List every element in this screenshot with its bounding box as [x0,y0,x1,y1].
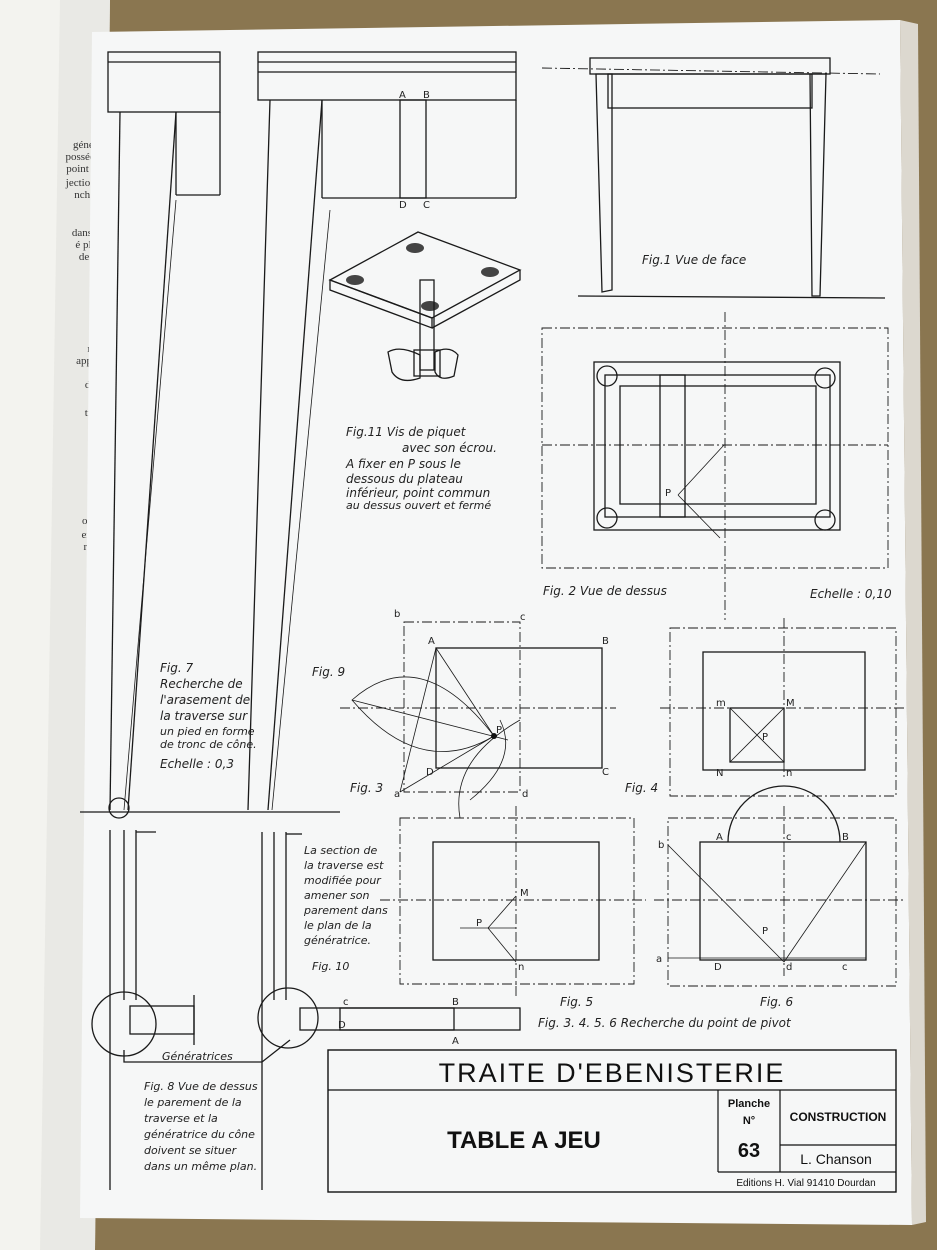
fig9-label: Fig. 9 [312,665,345,679]
fig5-point-P: P [476,918,482,929]
fig10-line-3: modifiée pour [304,874,382,887]
fig3-point-c-small: c [520,612,526,623]
fig7-line-4: la traverse sur [160,709,248,723]
fig3-point-B: B [602,636,609,647]
fig10-line-2: la traverse est [304,859,384,872]
fig11-caption: Fig.11 Vis de piquet avec son écrou. A f… [345,425,497,512]
planche-number: 63 [738,1140,760,1162]
fig10-point-b: B [452,997,459,1008]
fig8-line-5: doivent se situer [144,1144,238,1157]
fig3-point-b-small: b [394,609,400,620]
fig11-line-1: Fig.11 Vis de piquet [346,425,467,439]
section-point-d: D [399,200,407,211]
fig7-line-2: Recherche de [160,677,243,691]
fig10-line-4: amener son [304,889,369,902]
fig8-line-4: génératrice du cône [144,1128,255,1141]
category-label: CONSTRUCTION [790,1110,887,1124]
fig7-line-3: l'arasement de [160,693,250,707]
fig6-point-b: b [658,840,664,851]
author-name: L. Chanson [800,1151,872,1167]
fig7-line-6: de tronc de cône. [160,738,257,751]
fig5-drawing: M P n Fig. 5 [380,806,646,1009]
fig8-line-1: Fig. 8 Vue de dessus [144,1080,258,1093]
generatrices-label: Génératrices [162,1050,233,1063]
fig1-front-view: Fig.1 Vue de face [541,57,886,299]
fig1-label: Fig.1 Vue de face [642,253,746,267]
fig3-point-d-small: d [522,789,528,800]
fig11-line-2: avec son écrou. [402,441,497,455]
fig8-line-2: le parement de la [144,1096,242,1109]
fig10-line-5: parement dans [303,904,388,917]
fig11-line-4: dessous du plateau [346,472,463,486]
publisher-line: Editions H. Vial 91410 Dourdan [736,1178,875,1189]
fig2-top-view: P Fig. 2 Vue de dessus Echelle : 0,10 [541,312,892,620]
fig10-point-d: D [338,1020,346,1031]
fig3-fig9-drawing: b c A B D C P a d Fig. 9 Fig. 3 [312,609,616,819]
fig10-line-6: le plan de la [304,919,372,932]
title-block: TRAITE D'EBENISTERIE TABLE A JEU Planche… [327,1049,897,1193]
fig7-leg-drawing [80,51,340,819]
fig6-point-A: A [716,832,723,843]
fig6-point-B: B [842,832,849,843]
fig8-fig10-sections: c B D A Génératrices [91,830,521,1190]
section-point-c: C [423,200,430,211]
fig4-point-n: n [786,768,792,779]
fig10-line-7: génératrice. [304,934,371,947]
fig11-line-5: inférieur, point commun [346,486,490,500]
fig5-point-n: n [518,962,524,973]
fig6-point-c: c [786,832,792,843]
planche-label: Planche [728,1098,770,1110]
plate-title: TABLE A JEU [447,1127,601,1154]
fig7-line-1: Fig. 7 [160,661,193,675]
fig3-label: Fig. 3 [350,781,383,795]
fig4-point-N: N [716,768,723,779]
fig2-label: Fig. 2 Vue de dessus [543,584,667,598]
fig8-line-3: traverse et la [144,1112,218,1125]
fig6-point-a: a [656,954,662,965]
leg-section-drawing: A B D C [247,51,517,811]
section-point-b: B [423,90,430,101]
fig6-label: Fig. 6 [760,995,793,1009]
fig2-point-p: P [665,488,671,499]
fig2-scale: Echelle : 0,10 [810,587,892,601]
fig7-scale: Echelle : 0,3 [160,757,234,771]
fig10-label: Fig. 10 [312,960,349,973]
fig5-point-M: M [520,888,529,899]
pivot-caption: Fig. 3. 4. 5. 6 Recherche du point de pi… [538,1016,792,1030]
fig10-caption: La section de la traverse est modifiée p… [303,844,388,973]
fig3-point-A: A [428,636,435,647]
fig10-point-c: c [343,997,349,1008]
fig6-point-C: c [842,962,848,973]
fig5-label: Fig. 5 [560,995,593,1009]
fig4-point-M: M [786,698,795,709]
fig7-line-5: un pied en forme [160,725,255,738]
fig8-line-6: dans un même plan. [144,1160,257,1173]
fig10-line-1: La section de [304,844,377,857]
right-page [80,20,912,1225]
fig6-point-d: d [786,962,792,973]
fig3-point-D: D [426,767,434,778]
fig4-point-m: m [716,698,726,709]
fig3-point-a-small: a [394,789,400,800]
fig4-point-P: P [762,732,768,743]
fig7-caption: Fig. 7 Recherche de l'arasement de la tr… [160,661,257,771]
fig8-caption: Fig. 8 Vue de dessus le parement de la t… [144,1080,258,1173]
no-label: N° [743,1115,755,1127]
fig6-drawing: A B b c P a D d c Fig. 6 [654,785,906,1009]
series-title: TRAITE D'EBENISTERIE [439,1058,786,1088]
section-point-a: A [399,90,406,101]
fig4-label: Fig. 4 [625,781,658,795]
fig6-point-P: P [762,926,768,937]
fig4-drawing: m M N n P Fig. 4 [625,618,906,797]
fig3-point-C: C [602,767,609,778]
fig11-line-6: au dessus ouvert et fermé [346,499,491,512]
fig6-point-D: D [714,962,722,973]
fig11-screw-drawing [328,231,522,382]
fig10-point-a: A [452,1036,459,1047]
fig11-line-3: A fixer en P sous le [345,457,461,471]
fig3-point-P: P [496,725,502,736]
